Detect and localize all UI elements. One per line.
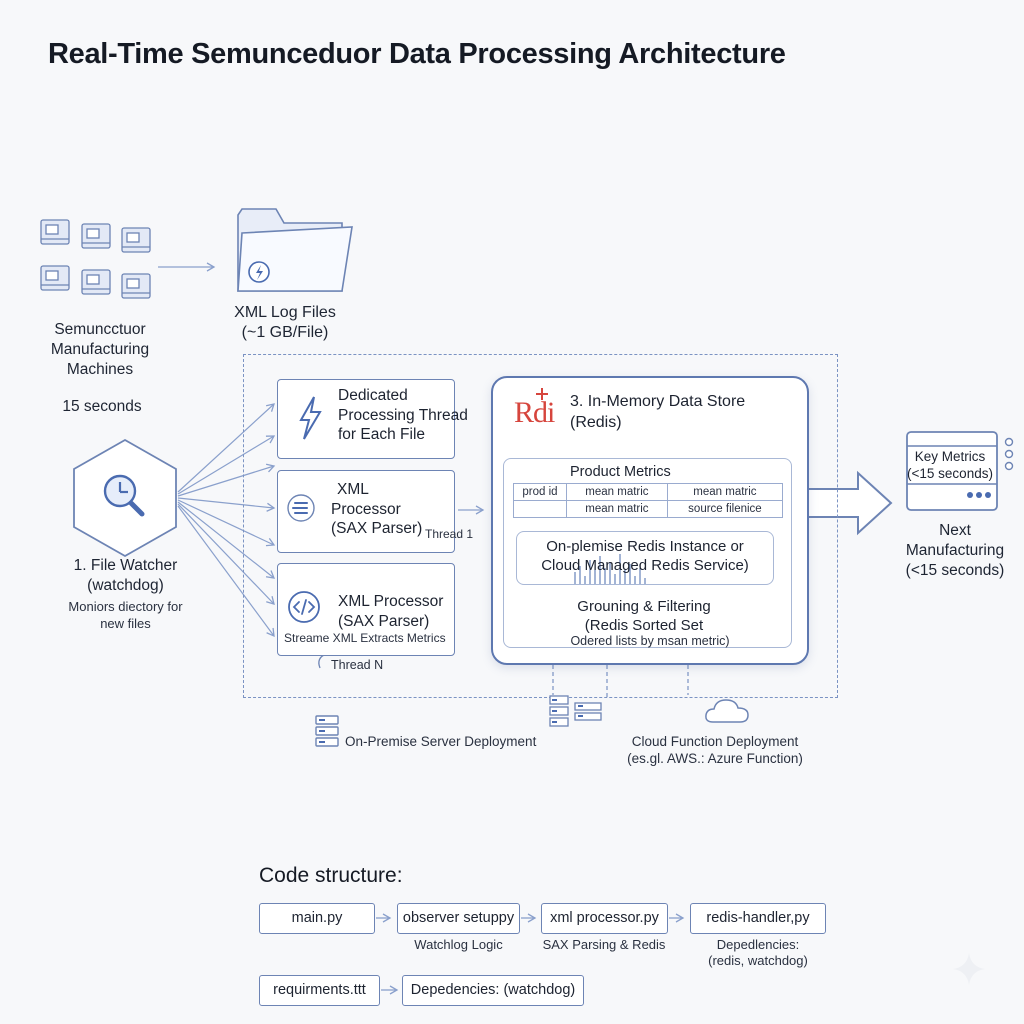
machines-icon-grid	[38, 214, 156, 310]
thread-1-label: Thread 1	[425, 527, 474, 541]
cloud-icon	[703, 696, 751, 731]
dedicated-thread-text: Dedicated Processing Thread for Each Fil…	[338, 387, 468, 443]
redis-throughput-bars	[574, 554, 646, 584]
code-icon	[288, 591, 320, 623]
table-row: mean matric source filenice	[513, 500, 784, 518]
file-requirements: requirments.ttt	[259, 975, 380, 1006]
sparkle-watermark	[953, 953, 985, 985]
processing-region	[243, 354, 838, 698]
file-main-py: main.py	[259, 903, 375, 934]
observer-sub: Watchlog Logic	[414, 937, 503, 952]
dedicated-thread-box: Dedicated Processing Thread for Each Fil…	[277, 379, 468, 459]
machines-interval: 15 seconds	[62, 398, 142, 415]
xml-processor-sub: SAX Parsing & Redis	[542, 937, 666, 952]
file-watcher-desc: Moniors diectory for new files	[68, 599, 183, 631]
product-metrics-table: prod id mean matric mean matric mean mat…	[513, 483, 784, 518]
watcher-fan-arrows	[177, 403, 276, 638]
server-icon	[315, 715, 339, 752]
xml-processor-n-text: XML Processor (SAX Parser)	[338, 593, 444, 630]
requirements-dependencies: Depedencies: (watchdog)	[402, 975, 584, 1006]
file-redis-handler: redis-handler,py	[690, 903, 826, 934]
clock-search-icon	[103, 474, 145, 517]
redis-handler-sub: Depedlencies: (redis, watchdog)	[708, 937, 808, 968]
xml-processor-1-text: XML Processor (SAX Parser)	[331, 481, 423, 537]
key-metrics-label: Key Metrics (<15 seconds)	[907, 449, 993, 481]
server-stack-icon	[549, 695, 609, 734]
machine-icon	[40, 219, 151, 299]
folder-bolt-icon	[234, 203, 358, 300]
next-manufacturing-label: Next Manufacturing (<15 seconds)	[905, 522, 1005, 579]
ordered-lists-text: Odered lists by msan metric)	[570, 634, 730, 648]
file-observer-setup: observer setuppy	[397, 903, 520, 934]
file-watcher-node	[70, 437, 180, 564]
xml-log-files-label: XML Log Files (~1 GB/File)	[234, 304, 336, 341]
redis-logo: Rdi	[514, 388, 555, 429]
file-watcher-label: 1. File Watcher (watchdog)	[73, 557, 178, 594]
file-xml-processor: xml processor.py	[541, 903, 668, 934]
xml-processor-thread-1: XML Processor (SAX Parser)	[277, 470, 455, 553]
redis-title: 3. In-Memory Data Store (Redis)	[570, 393, 746, 431]
code-structure-heading: Code structure:	[259, 864, 403, 887]
list-icon	[287, 494, 315, 522]
monitor-icon	[905, 430, 1014, 514]
machines-label: Semuncctuor Manufacturing Machines	[50, 321, 150, 378]
redis-instance-text: On-plemise Redis Instance or Cloud Manag…	[541, 538, 749, 574]
lightning-icon	[299, 396, 322, 440]
grouping-filtering-text: Grouning & Filtering (Redis Sorted Set	[577, 598, 711, 634]
page-title: Real-Time Semunceduor Data Processing Ar…	[48, 38, 786, 70]
product-metrics-title: Product Metrics	[570, 464, 671, 480]
redis-instance-box	[516, 531, 774, 585]
thread-n-label: Thread N	[331, 658, 384, 672]
xml-processor-thread-n: XML Processor (SAX Parser) Streame XML E…	[277, 563, 455, 656]
output-arrow	[809, 470, 893, 536]
thread-n-caption: Streame XML Extracts Metrics	[284, 631, 446, 645]
onprem-deployment-label: On-Premise Server Deployment	[345, 734, 537, 749]
cloud-deployment-label: Cloud Function Deployment (es.gl. AWS.: …	[627, 734, 803, 766]
table-row: prod id mean matric mean matric	[513, 483, 784, 501]
